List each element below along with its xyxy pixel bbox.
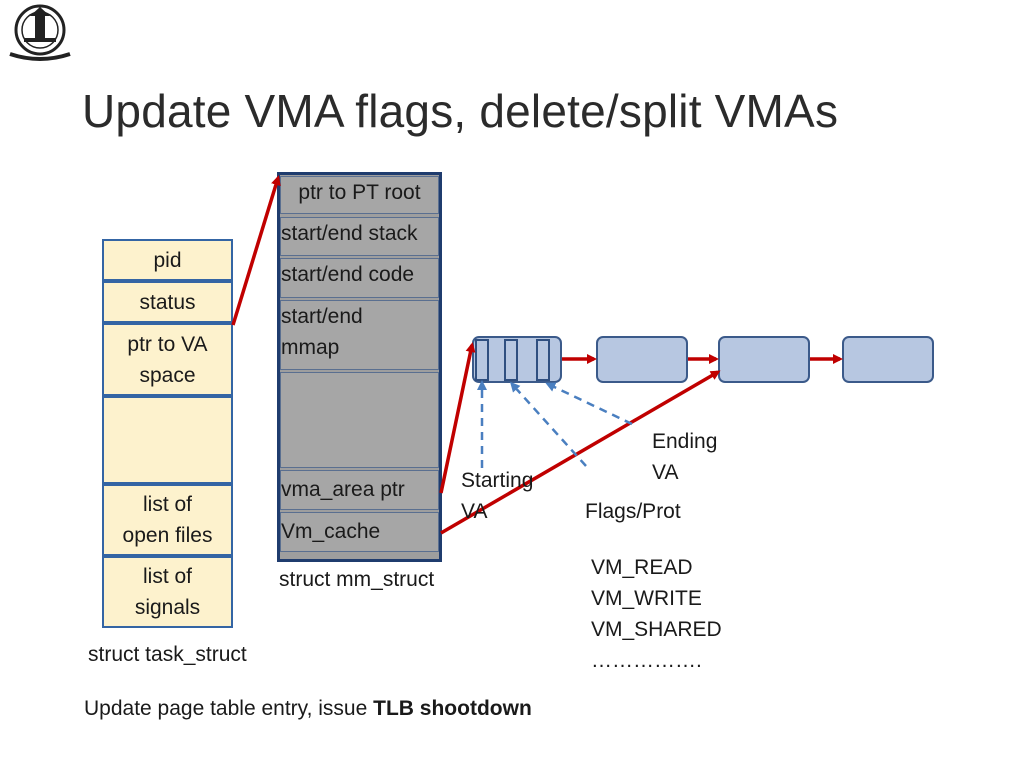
vma-node-2 <box>596 336 688 383</box>
ending-va-label: Ending VA <box>652 430 718 484</box>
dashed-ending-va <box>545 382 633 426</box>
arrow-va-space-to-mm <box>231 175 281 326</box>
flag-vm-write: VM_WRITE <box>591 587 702 610</box>
flag-ellipsis: ……………. <box>591 649 702 672</box>
vma-flags-field <box>536 339 550 381</box>
bottom-note-text: Update page table entry, issue <box>84 697 374 720</box>
mm-cell-empty <box>280 372 439 468</box>
task-cell-signals: list of signals <box>102 556 233 628</box>
mm-cell-mmap: start/end mmap <box>280 300 439 370</box>
vma-node-4 <box>842 336 934 383</box>
task-cell-empty <box>102 396 233 484</box>
task-cell-open-files: list of open files <box>102 484 233 556</box>
arrow-vma-area-ptr <box>439 342 476 494</box>
bottom-note: Update page table entry, issue TLB shoot… <box>84 697 532 721</box>
institute-logo <box>4 2 76 62</box>
task-cell-pid: pid <box>102 239 233 281</box>
flag-vm-read: VM_READ <box>591 556 693 579</box>
starting-va-label: Starting VA <box>461 469 534 523</box>
task-cell-va-space: ptr to VA space <box>102 323 233 396</box>
task-struct-label: struct task_struct <box>88 643 247 666</box>
mm-cell-vma-area-ptr: vma_area ptr <box>280 470 439 510</box>
mm-cell-pt-root: ptr to PT root <box>280 176 439 214</box>
task-cell-status: status <box>102 281 233 323</box>
flag-vm-shared: VM_SHARED <box>591 618 722 641</box>
flags-prot-label: Flags/Prot <box>585 500 681 523</box>
bottom-note-emphasis: TLB shootdown <box>373 697 532 720</box>
page-title: Update VMA flags, delete/split VMAs <box>82 85 839 137</box>
mm-cell-code: start/end code <box>280 258 439 298</box>
arrow-vm-cache <box>440 370 721 535</box>
vma-end-field <box>504 339 518 381</box>
dashed-flags <box>509 381 587 467</box>
vma-node-3 <box>718 336 810 383</box>
vma-node-1 <box>472 336 562 383</box>
mm-cell-stack: start/end stack <box>280 217 439 256</box>
mm-cell-vm-cache: Vm_cache <box>280 512 439 552</box>
mm-struct-label: struct mm_struct <box>279 568 435 591</box>
